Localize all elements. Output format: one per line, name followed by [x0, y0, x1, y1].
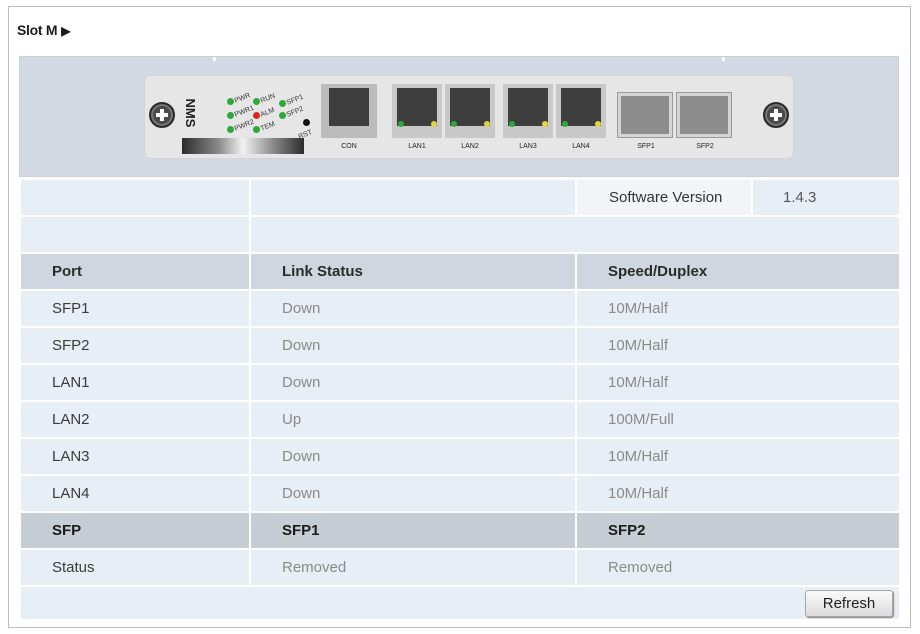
link-status: Down	[249, 437, 577, 476]
slot-info-table: Software Version 1.4.3 Port Link Status …	[19, 178, 901, 621]
port-name: SFP2	[19, 326, 251, 365]
lan4-act-led-icon	[595, 121, 601, 127]
led-label: PWR2	[233, 118, 256, 133]
lan1-port-icon	[392, 84, 442, 138]
led-label: RUN	[259, 92, 277, 105]
software-version-row: Software Version 1.4.3	[19, 178, 901, 217]
device-panel-area: NMS PWR PWR1 PWR2 RUN ALM TEM SFP1 SFP2 …	[19, 56, 899, 177]
led-label: ALM	[259, 106, 276, 119]
lan1-act-led-icon	[431, 121, 437, 127]
pwr1-led-icon	[227, 112, 234, 119]
table-row: Status Removed Removed	[19, 548, 901, 587]
port-name: LAN2	[19, 400, 251, 439]
lan4-link-led-icon	[562, 121, 568, 127]
led-label: PWR1	[233, 104, 256, 119]
slot-title-text: Slot M	[17, 22, 58, 38]
port-label: SFP1	[637, 143, 655, 150]
sfp1-led-icon	[279, 100, 286, 107]
software-version-label: Software Version	[575, 178, 753, 217]
lan4-port-icon	[556, 84, 606, 138]
led-label: PWR	[233, 92, 252, 105]
speed-duplex: 10M/Half	[575, 474, 901, 513]
sfp-row-label: Status	[19, 548, 251, 587]
table-row: LAN1 Down 10M/Half	[19, 363, 901, 402]
empty-cell	[19, 215, 251, 254]
port-name: LAN1	[19, 363, 251, 402]
link-status: Down	[249, 326, 577, 365]
lan3-act-led-icon	[542, 121, 548, 127]
pwr2-led-icon	[227, 126, 234, 133]
module-label: NMS	[183, 98, 198, 128]
sfp2-led-icon	[279, 112, 286, 119]
column-header: Speed/Duplex	[575, 252, 901, 291]
spacer-row	[19, 215, 901, 254]
lan2-link-led-icon	[451, 121, 457, 127]
table-row: LAN3 Down 10M/Half	[19, 437, 901, 476]
lan1-link-led-icon	[398, 121, 404, 127]
refresh-button[interactable]: Refresh	[805, 590, 893, 617]
led-label: SFP2	[285, 105, 305, 119]
lan3-port-icon	[503, 84, 553, 138]
port-label: LAN1	[408, 143, 426, 150]
link-status: Down	[249, 363, 577, 402]
column-header: SFP1	[249, 511, 577, 550]
port-label: LAN3	[519, 143, 537, 150]
port-name: LAN4	[19, 474, 251, 513]
empty-cell	[249, 178, 577, 217]
link-status: Down	[249, 289, 577, 328]
lan3-link-led-icon	[509, 121, 515, 127]
speed-duplex: 10M/Half	[575, 437, 901, 476]
port-label: CON	[341, 143, 357, 150]
speed-duplex: 10M/Half	[575, 326, 901, 365]
run-led-icon	[253, 98, 260, 105]
table-row: SFP2 Down 10M/Half	[19, 326, 901, 365]
pwr-led-icon	[227, 98, 234, 105]
column-header: SFP2	[575, 511, 901, 550]
speed-duplex: 100M/Full	[575, 400, 901, 439]
left-screw-icon	[149, 102, 175, 128]
slot-title[interactable]: Slot M▶	[17, 22, 70, 38]
link-status: Down	[249, 474, 577, 513]
panel-notch	[213, 57, 216, 61]
port-label: SFP2	[696, 143, 714, 150]
table-row: LAN2 Up 100M/Full	[19, 400, 901, 439]
software-version-value: 1.4.3	[751, 178, 901, 217]
column-header: Port	[19, 252, 251, 291]
lan2-port-icon	[445, 84, 495, 138]
sfp-table-header: SFP SFP1 SFP2	[19, 511, 901, 550]
alm-led-icon	[253, 112, 260, 119]
link-status: Up	[249, 400, 577, 439]
sfp2-cage-icon	[677, 93, 731, 137]
lan2-act-led-icon	[484, 121, 490, 127]
nms-module-card: NMS PWR PWR1 PWR2 RUN ALM TEM SFP1 SFP2 …	[144, 75, 794, 159]
action-row: Refresh	[19, 585, 901, 621]
led-label: TEM	[259, 120, 277, 133]
port-label: LAN4	[572, 143, 590, 150]
action-cell: Refresh	[19, 585, 901, 621]
port-label: LAN2	[461, 143, 479, 150]
empty-cell	[19, 178, 251, 217]
sfp2-status: Removed	[575, 548, 901, 587]
table-row: LAN4 Down 10M/Half	[19, 474, 901, 513]
speed-duplex: 10M/Half	[575, 363, 901, 402]
port-name: LAN3	[19, 437, 251, 476]
right-screw-icon	[763, 102, 789, 128]
module-handle-bar	[182, 138, 304, 154]
panel-notch	[722, 57, 725, 61]
table-row: SFP1 Down 10M/Half	[19, 289, 901, 328]
expand-arrow-icon: ▶	[61, 24, 71, 38]
empty-cell	[249, 215, 901, 254]
speed-duplex: 10M/Half	[575, 289, 901, 328]
sfp1-status: Removed	[249, 548, 577, 587]
reset-button-icon	[303, 119, 310, 126]
con-port-icon	[321, 84, 377, 138]
column-header: Link Status	[249, 252, 577, 291]
port-name: SFP1	[19, 289, 251, 328]
slot-frame: Slot M▶ NMS PWR PWR1 PWR2 RUN ALM TEM SF…	[8, 6, 911, 628]
port-table-header: Port Link Status Speed/Duplex	[19, 252, 901, 291]
sfp1-cage-icon	[618, 93, 672, 137]
tem-led-icon	[253, 126, 260, 133]
column-header: SFP	[19, 511, 251, 550]
